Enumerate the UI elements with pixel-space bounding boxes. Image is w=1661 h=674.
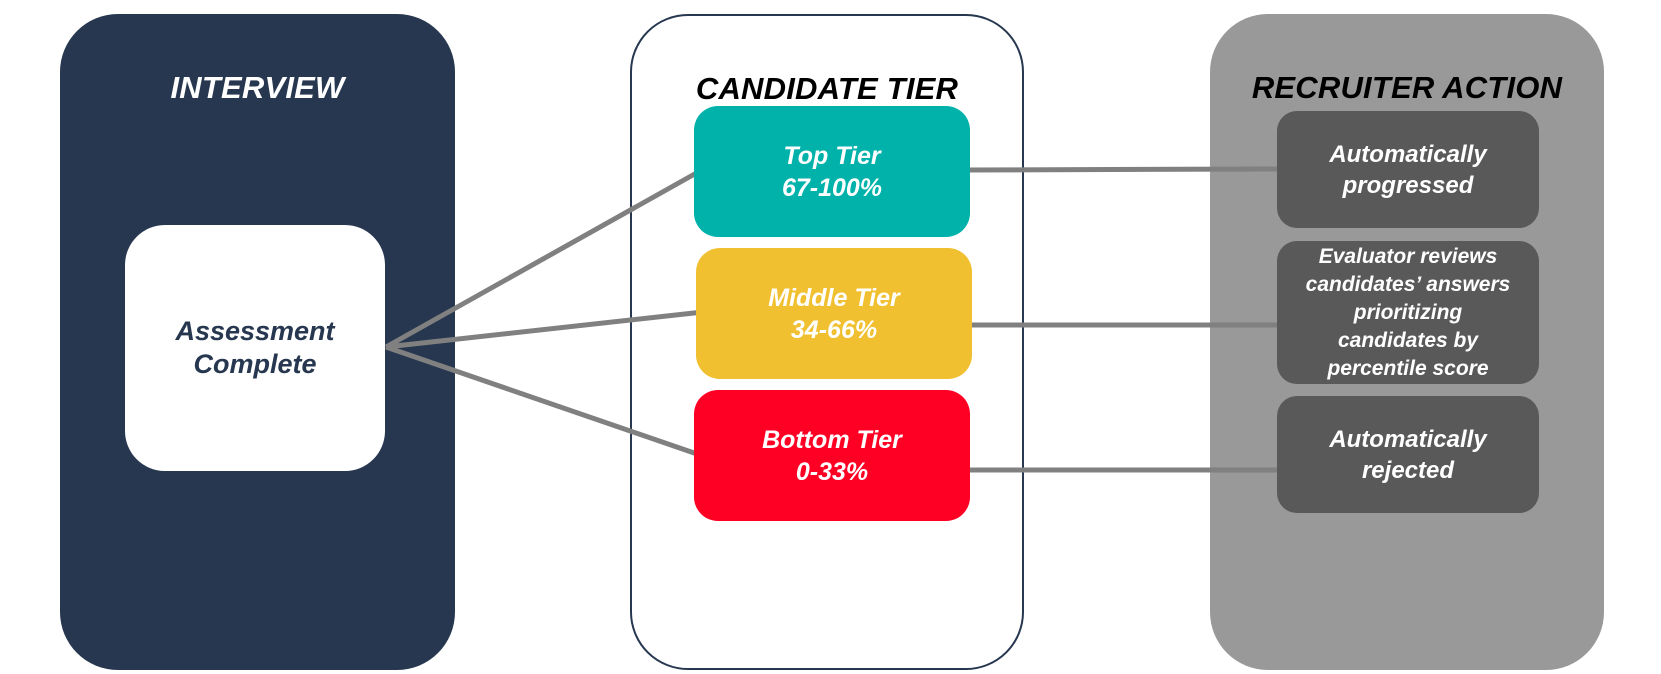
interview-title: INTERVIEW: [170, 70, 345, 105]
assessment-line-2: Complete: [193, 349, 317, 379]
bottom-tier-name: Bottom Tier: [762, 425, 902, 454]
assessment-complete-box: Assessment Complete: [125, 225, 385, 471]
top-tier-box: Top Tier 67-100%: [694, 106, 970, 237]
action-bottom-line-1: Automatically: [1329, 425, 1487, 453]
middle-tier-box: Middle Tier 34-66%: [696, 248, 972, 379]
action-middle-line-2: candidates’ answers: [1305, 272, 1511, 296]
bottom-tier-range: 0-33%: [795, 457, 869, 486]
assessment-line-1: Assessment: [175, 316, 335, 346]
connector-assessment-to-bottom-tier: [385, 344, 701, 458]
action-middle-line-1: Evaluator reviews: [1318, 244, 1498, 268]
candidate-tier-title: CANDIDATE TIER: [695, 71, 959, 106]
action-middle-line-4: candidates by: [1337, 328, 1479, 352]
connector-assessment-to-top-tier: [384, 168, 702, 350]
action-top-line-1: Automatically: [1329, 140, 1487, 168]
connector-top-tier-to-action: [961, 166, 1280, 173]
action-auto-rejected-box: Automatically rejected: [1277, 396, 1539, 513]
recruiter-action-title: RECRUITER ACTION: [1251, 70, 1563, 105]
action-top-line-2: progressed: [1342, 171, 1474, 199]
action-auto-progressed-box: Automatically progressed: [1277, 111, 1539, 228]
middle-tier-name: Middle Tier: [768, 283, 900, 312]
action-evaluator-review-box: Evaluator reviews candidates’ answers pr…: [1277, 241, 1539, 384]
action-middle-line-3: prioritizing: [1353, 300, 1463, 324]
top-tier-name: Top Tier: [783, 141, 881, 170]
bottom-tier-box: Bottom Tier 0-33%: [694, 390, 970, 521]
top-tier-range: 67-100%: [781, 173, 883, 202]
action-middle-line-5: percentile score: [1327, 356, 1489, 380]
middle-tier-range: 34-66%: [790, 315, 878, 344]
connector-assessment-to-middle-tier: [385, 309, 704, 350]
action-bottom-line-2: rejected: [1361, 456, 1455, 484]
